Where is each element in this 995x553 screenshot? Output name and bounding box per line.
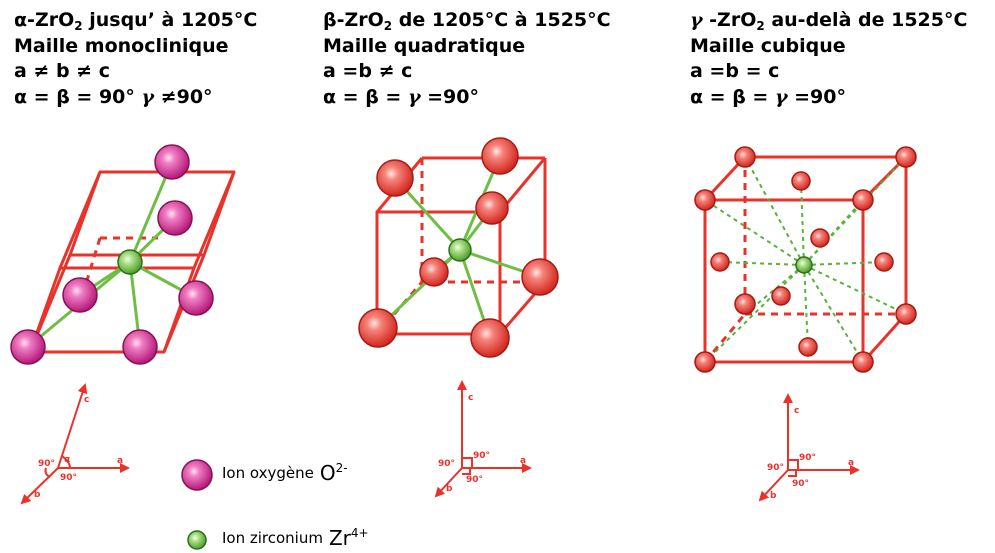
tetragonal-edge-relation: a =b ≠ c xyxy=(323,60,413,82)
tetragonal-axes: c a b 90° 90° 90° xyxy=(434,380,532,498)
axis-label-a: a xyxy=(848,458,854,468)
zirconium-ion xyxy=(448,238,472,262)
axis-angle-90: 90° xyxy=(60,473,77,483)
axis-label-b: b xyxy=(446,484,453,494)
axis-label-c: c xyxy=(468,393,473,403)
monoclinic-cell xyxy=(10,144,236,365)
cubic-axes: c a b 90° 90° 90° xyxy=(758,393,860,502)
cubic-lattice-name: Maille cubique xyxy=(690,34,846,57)
monoclinic-phase-title: α-ZrO2 jusqu’ à 1205°C xyxy=(14,9,258,33)
oxygen-ion xyxy=(874,252,894,272)
tetragonal-angle-relation: α = β = γ =90° xyxy=(323,85,479,108)
oxygen-ion xyxy=(157,200,193,236)
axis-label-b: b xyxy=(34,490,41,500)
oxygen-ion xyxy=(154,144,190,180)
oxygen-ion xyxy=(734,146,756,168)
monoclinic-axes: c a b α 90° 90° xyxy=(20,383,130,505)
oxygen-ion xyxy=(810,228,830,248)
oxygen-ion xyxy=(791,171,811,191)
oxygen-ion xyxy=(895,303,917,325)
cubic-edge-relation: a =b = c xyxy=(690,60,780,82)
axis-label-c: c xyxy=(794,406,799,416)
axis-angle-90: 90° xyxy=(466,475,483,485)
zirconium-ion xyxy=(795,256,813,274)
legend-oxygen-symbol xyxy=(181,459,213,491)
cubic-cell xyxy=(694,146,917,373)
cubic-heading: γ -ZrO2 au-delà de 1525°C Maille cubique… xyxy=(690,8,967,110)
axis-label-a: a xyxy=(117,456,123,466)
legend-zirconium-formula: Zr4+ xyxy=(328,526,369,550)
oxygen-ion xyxy=(852,189,874,211)
oxygen-ion xyxy=(10,329,46,365)
oxygen-ion xyxy=(771,286,791,306)
tetragonal-phase-title: β-ZrO2 de 1205°C à 1525°C xyxy=(323,9,611,33)
oxygen-ion xyxy=(419,257,449,287)
legend-zirconium: Ion zirconium Zr4+ xyxy=(212,526,369,550)
axis-angle-90: 90° xyxy=(767,463,784,473)
legend-zirconium-symbol xyxy=(187,530,207,550)
monoclinic-lattice-name: Maille monoclinique xyxy=(14,34,229,57)
oxygen-ion xyxy=(122,329,158,365)
axis-angle-90: 90° xyxy=(38,459,55,469)
legend-oxygen-formula: O2- xyxy=(319,461,348,485)
oxygen-ion xyxy=(178,280,214,316)
tetragonal-cell xyxy=(358,137,559,358)
oxygen-ion xyxy=(694,189,716,211)
monoclinic-edge-relation: a ≠ b ≠ c xyxy=(14,60,110,82)
tetragonal-lattice-name: Maille quadratique xyxy=(323,34,526,57)
zirconium-ion xyxy=(117,249,143,275)
oxygen-ion xyxy=(481,137,519,175)
monoclinic-angle-relation: α = β = 90° γ ≠90° xyxy=(14,85,213,108)
tetragonal-front-face xyxy=(375,210,502,336)
oxygen-ion xyxy=(694,351,716,373)
cubic-phase-title: γ -ZrO2 au-delà de 1525°C xyxy=(690,9,968,33)
legend-oxygen: Ion oxygène O2- xyxy=(212,461,348,485)
cubic-angle-relation: α = β = γ =90° xyxy=(690,85,846,108)
axis-angle-alpha: α xyxy=(64,455,70,465)
oxygen-ion xyxy=(734,293,756,315)
axis-angle-90: 90° xyxy=(473,451,490,461)
axis-label-b: b xyxy=(770,491,777,501)
axis-label-a: a xyxy=(520,456,526,466)
tetragonal-heading: β-ZrO2 de 1205°C à 1525°C Maille quadrat… xyxy=(323,8,611,110)
axis-angle-90: 90° xyxy=(792,479,809,489)
oxygen-ion xyxy=(895,146,917,168)
oxygen-ion xyxy=(798,337,818,357)
oxygen-ion xyxy=(376,159,414,197)
axis-angle-90: 90° xyxy=(438,459,455,469)
monoclinic-heading: α-ZrO2 jusqu’ à 1205°C Maille monocliniq… xyxy=(14,8,257,110)
cubic-front-face xyxy=(703,198,865,364)
oxygen-ion xyxy=(358,308,398,348)
axis-angle-90: 90° xyxy=(799,453,816,463)
oxygen-ion xyxy=(710,252,730,272)
legend-zirconium-label: Ion zirconium xyxy=(222,529,323,547)
oxygen-ion xyxy=(470,318,510,358)
oxygen-ion xyxy=(475,191,509,225)
oxygen-ion xyxy=(852,351,874,373)
legend-oxygen-label: Ion oxygène xyxy=(222,464,314,482)
oxygen-ion xyxy=(521,258,559,296)
axis-label-c: c xyxy=(84,395,89,405)
oxygen-ion xyxy=(62,277,98,313)
